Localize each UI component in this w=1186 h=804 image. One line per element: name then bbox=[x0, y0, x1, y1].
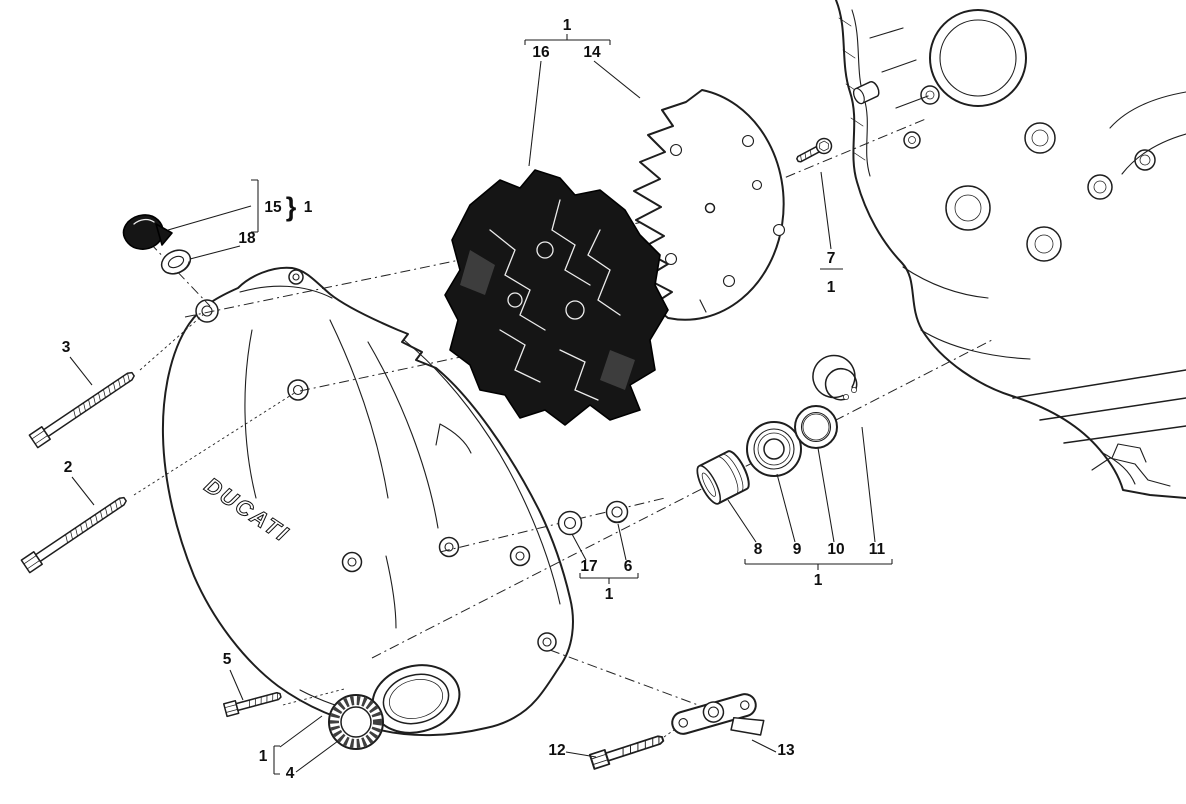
cover-opening bbox=[371, 664, 461, 734]
engine-crankcase-drawing bbox=[835, 0, 1186, 499]
sensor-bracket-13 bbox=[671, 693, 765, 736]
bolt-6 bbox=[605, 500, 629, 524]
callout-15: 15 bbox=[264, 199, 282, 216]
callout-10: 10 bbox=[827, 541, 844, 558]
callout-6: 6 bbox=[624, 558, 633, 575]
callout-5: 5 bbox=[223, 651, 232, 668]
generator-rotor-dark-part-16 bbox=[444, 169, 669, 426]
generator-cover-plate-14 bbox=[633, 89, 786, 321]
bolt-12 bbox=[588, 730, 666, 770]
bushing-8 bbox=[696, 450, 750, 505]
bolt-7 bbox=[796, 137, 833, 163]
callout-8-11-group-1: 1 bbox=[814, 572, 823, 589]
callout-14: 14 bbox=[583, 44, 601, 61]
washer-17 bbox=[557, 510, 583, 536]
callout-15-brace: } bbox=[286, 192, 297, 222]
callout-1-bottom: 1 bbox=[259, 748, 268, 765]
circlip-11 bbox=[812, 354, 858, 401]
callout-4: 4 bbox=[286, 765, 295, 782]
callout-labels: 1 16 14 15 } 1 18 3 2 7 1 5 17 6 1 8 9 1… bbox=[62, 17, 886, 782]
plug-washer-18 bbox=[160, 249, 192, 275]
callout-18: 18 bbox=[238, 230, 256, 247]
shim-washer-10 bbox=[794, 405, 838, 449]
callout-8: 8 bbox=[754, 541, 763, 558]
callout-7: 7 bbox=[827, 250, 836, 267]
callout-1-top: 1 bbox=[563, 17, 572, 34]
spacer-bushing bbox=[852, 81, 880, 105]
callout-11: 11 bbox=[869, 541, 886, 558]
leader-lines bbox=[69, 34, 893, 775]
callout-2: 2 bbox=[64, 459, 73, 476]
callout-17-6-group-1: 1 bbox=[605, 586, 614, 603]
clutch-cover-drawing: DUCATI bbox=[161, 266, 574, 750]
callout-7-group-1: 1 bbox=[827, 279, 836, 296]
bolt-3 bbox=[28, 367, 138, 449]
callout-9: 9 bbox=[793, 541, 802, 558]
callout-13: 13 bbox=[777, 742, 795, 759]
callout-15-group-1: 1 bbox=[304, 199, 313, 216]
callout-3: 3 bbox=[62, 339, 71, 356]
bearing-9 bbox=[746, 421, 802, 477]
oil-filler-plug bbox=[122, 214, 173, 250]
bolt-5 bbox=[222, 688, 283, 718]
bolt-2 bbox=[20, 492, 130, 574]
callout-12: 12 bbox=[548, 742, 565, 759]
oil-seal-4 bbox=[328, 694, 384, 750]
cover-bolt-bosses bbox=[195, 269, 557, 652]
callout-17: 17 bbox=[580, 558, 597, 575]
callout-16: 16 bbox=[532, 44, 550, 61]
